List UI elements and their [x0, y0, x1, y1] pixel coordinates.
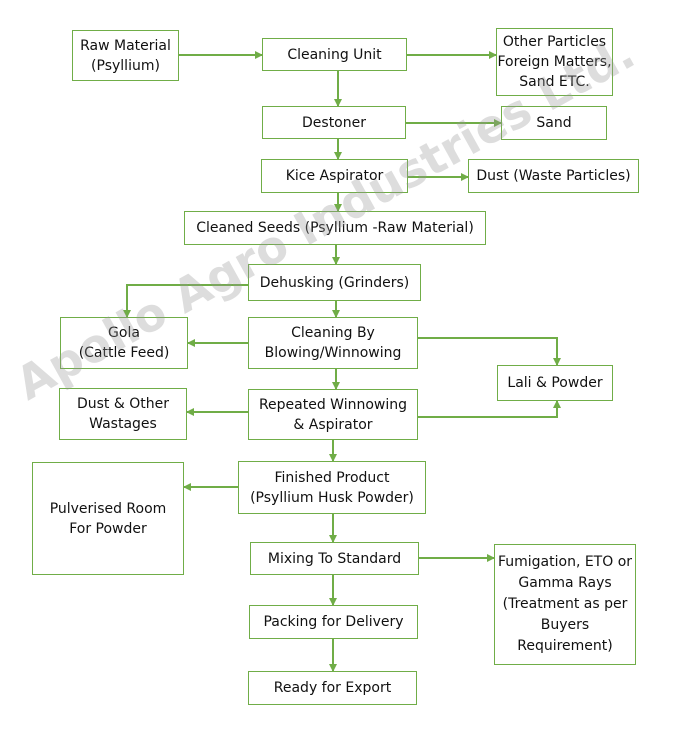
arrow-dehusking-to-gola: [123, 284, 248, 318]
node-repeated-winnowing: Repeated Winnowing & Aspirator: [248, 389, 418, 440]
node-finished-product: Finished Product (Psyllium Husk Powder): [238, 461, 426, 514]
node-cleaning-blowing: Cleaning By Blowing/Winnowing: [248, 317, 418, 369]
node-packing: Packing for Delivery: [249, 605, 418, 639]
node-other-particles: Other Particles Foreign Matters, Sand ET…: [496, 28, 613, 96]
node-cleaning-unit: Cleaning Unit: [262, 38, 407, 71]
node-dehusking: Dehusking (Grinders): [248, 264, 421, 301]
arrow-repeated-to-lali: [418, 400, 561, 418]
node-lali-powder: Lali & Powder: [497, 365, 613, 401]
node-pulverised-room: Pulverised Room For Powder: [32, 462, 184, 575]
node-raw-material: Raw Material (Psyllium): [72, 30, 179, 81]
node-ready-export: Ready for Export: [248, 671, 417, 705]
arrow-cleaningblow-to-lali: [418, 337, 561, 366]
node-gola: Gola (Cattle Feed): [60, 317, 188, 369]
node-dust-other: Dust & Other Wastages: [59, 388, 187, 440]
node-fumigation: Fumigation, ETO or Gamma Rays (Treatment…: [494, 544, 636, 665]
node-cleaned-seeds: Cleaned Seeds (Psyllium -Raw Material): [184, 211, 486, 245]
node-dust-waste: Dust (Waste Particles): [468, 159, 639, 193]
node-destoner: Destoner: [262, 106, 406, 139]
node-sand: Sand: [501, 106, 607, 140]
node-kice-aspirator: Kice Aspirator: [261, 159, 408, 193]
node-mixing: Mixing To Standard: [250, 542, 419, 575]
